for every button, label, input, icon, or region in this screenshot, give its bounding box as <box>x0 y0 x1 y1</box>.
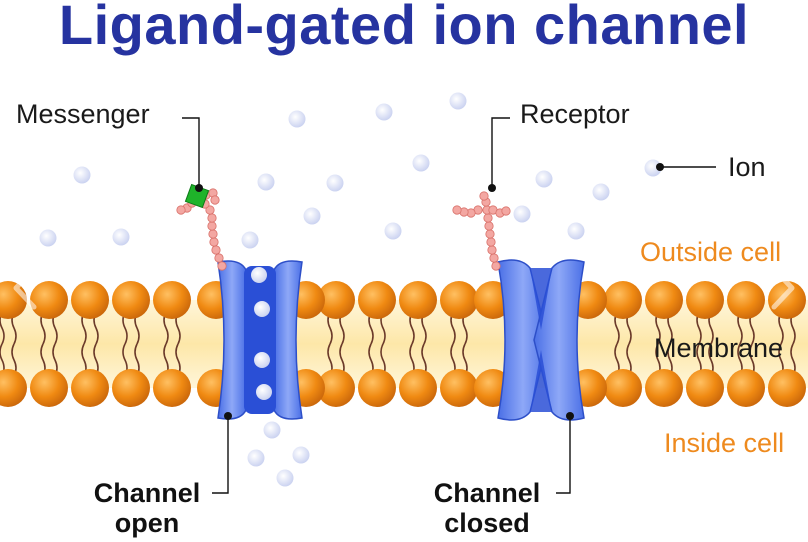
ions <box>39 92 662 487</box>
ion-particle <box>449 92 467 110</box>
label-inside-cell: Inside cell <box>664 428 785 458</box>
phospholipid-head <box>440 281 478 319</box>
receptor-bead <box>479 191 489 201</box>
label-channel-closed-line1: Channel <box>433 478 541 508</box>
phospholipid-head <box>399 369 437 407</box>
ion-particle <box>384 222 402 240</box>
phospholipid-head <box>727 369 765 407</box>
receptor-bead <box>210 195 220 205</box>
ion-particle <box>39 229 57 247</box>
receptor-pointer-dot <box>488 184 496 192</box>
receptor-bead <box>211 245 221 255</box>
ion-particle <box>412 154 430 172</box>
phospholipid-head <box>112 281 150 319</box>
receptor-bead <box>452 205 462 215</box>
channel-open <box>217 260 303 420</box>
phospholipid-head <box>71 369 109 407</box>
phospholipid-head <box>71 281 109 319</box>
receptor-bead <box>207 213 217 223</box>
phospholipid-head <box>153 281 191 319</box>
ion-particle <box>263 421 281 439</box>
ion-particle <box>326 174 344 192</box>
ion-particle <box>303 207 321 225</box>
label-channel-closed-line2: closed <box>444 508 530 538</box>
messenger-pointer-dot <box>195 184 203 192</box>
ion-particle <box>535 170 553 188</box>
receptor-bead <box>214 253 224 263</box>
phospholipid-head <box>768 369 806 407</box>
phospholipid-head <box>727 281 765 319</box>
phospholipid-head <box>440 369 478 407</box>
receptor-bead <box>205 205 215 215</box>
channel-closed-pointer-dot <box>566 412 574 420</box>
label-messenger: Messenger <box>16 99 150 129</box>
next-arrow-icon[interactable] <box>766 265 800 311</box>
ion-particle <box>375 103 393 121</box>
previous-arrow-icon[interactable] <box>8 265 42 311</box>
ion-particle <box>567 222 585 240</box>
ion-particle <box>241 231 259 249</box>
phospholipid-head <box>645 369 683 407</box>
phospholipid-head <box>604 281 642 319</box>
ion-particle <box>276 469 294 487</box>
label-membrane: Membrane <box>654 333 784 363</box>
ion-particle <box>247 449 265 467</box>
phospholipid-head <box>30 281 68 319</box>
receptor-bead <box>485 229 495 239</box>
ion-particle <box>292 446 310 464</box>
diagram-title: Ligand-gated ion channel <box>58 0 750 56</box>
receptor-bead <box>483 213 493 223</box>
ion-particle <box>73 166 91 184</box>
receptor-bead <box>486 237 496 247</box>
channel-closed <box>497 259 585 421</box>
receptor-bead <box>208 229 218 239</box>
phospholipid-head <box>153 369 191 407</box>
label-channel-open-line1: Channel <box>93 478 201 508</box>
phospholipid-head <box>30 369 68 407</box>
phospholipid-head <box>358 281 396 319</box>
phospholipid-head <box>317 369 355 407</box>
label-outside-cell: Outside cell <box>640 237 782 267</box>
channel-open-pointer-dot <box>224 412 232 420</box>
receptor-bead <box>176 205 186 215</box>
receptor-chains <box>176 188 511 271</box>
ion-particle <box>112 228 130 246</box>
receptor-bead <box>217 261 227 271</box>
ion-particle <box>288 110 306 128</box>
phospholipid-head <box>112 369 150 407</box>
receptor-bead <box>487 245 497 255</box>
ion-particle <box>513 205 531 223</box>
label-receptor: Receptor <box>520 99 630 129</box>
receptor-bead <box>489 253 499 263</box>
phospholipid-head <box>399 281 437 319</box>
label-channel-open: Channel open <box>82 478 212 538</box>
receptor-bead <box>501 206 511 216</box>
leader-lines <box>182 117 716 494</box>
phospholipid-head <box>317 281 355 319</box>
phospholipid-head <box>686 281 724 319</box>
ion-particle <box>592 183 610 201</box>
phospholipid-head <box>645 281 683 319</box>
receptor-bead <box>484 221 494 231</box>
ion-particle <box>644 159 662 177</box>
label-channel-open-line2: open <box>114 508 180 538</box>
phospholipid-head <box>686 369 724 407</box>
phospholipid-head <box>604 369 642 407</box>
phospholipid-head <box>358 369 396 407</box>
label-ion: Ion <box>728 152 766 182</box>
label-channel-closed: Channel closed <box>420 478 554 538</box>
receptor-bead <box>491 261 501 271</box>
receptor-bead <box>207 221 217 231</box>
ion-particle <box>257 173 275 191</box>
phospholipid-head <box>0 369 27 407</box>
ion-pointer-dot <box>656 163 664 171</box>
receptor-bead <box>209 237 219 247</box>
phospholipid-head <box>768 281 806 319</box>
